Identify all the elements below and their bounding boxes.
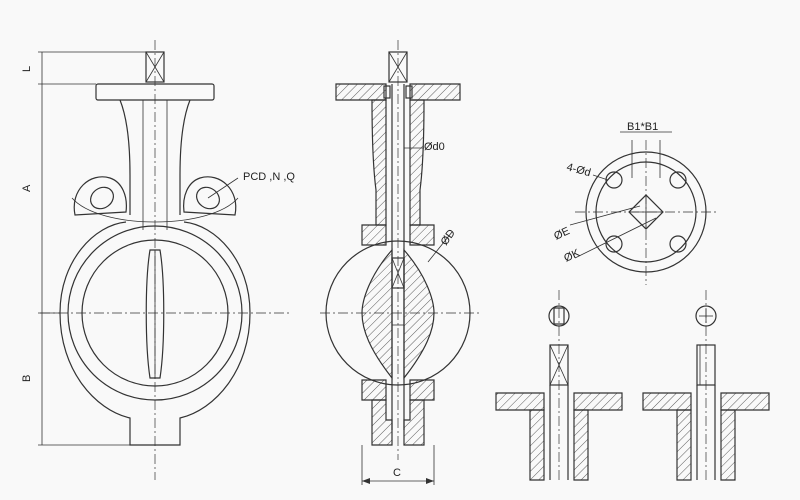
dim-label-K: ØK bbox=[562, 247, 582, 265]
dim-label-B: B bbox=[21, 375, 33, 382]
dim-label-C: C bbox=[393, 467, 401, 479]
dim-label-d0: Ød0 bbox=[424, 141, 445, 153]
stem-detail-flat bbox=[642, 290, 770, 481]
dim-label-4d: 4-Ød bbox=[565, 161, 592, 179]
flange-detail-view bbox=[569, 131, 718, 285]
dim-label-L: L bbox=[21, 66, 33, 72]
side-section-view bbox=[320, 40, 480, 460]
dim-label-b1b1: B1*B1 bbox=[627, 121, 658, 133]
front-view bbox=[40, 40, 290, 480]
dim-label-A: A bbox=[21, 184, 33, 192]
dim-label-E: ØE bbox=[552, 225, 571, 243]
c-dimension bbox=[361, 445, 435, 485]
stem-detail-square bbox=[495, 290, 623, 481]
front-dimensions bbox=[38, 51, 146, 446]
pcd-label: PCD ,N ,Q bbox=[243, 171, 295, 183]
